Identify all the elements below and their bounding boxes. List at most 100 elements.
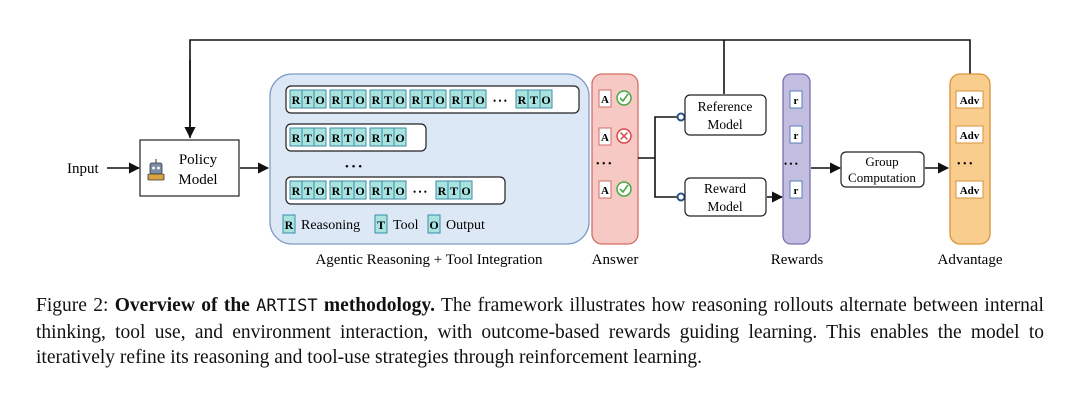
token-box [539, 89, 553, 109]
token-r: R [452, 93, 461, 107]
token-o: O [541, 93, 550, 107]
token-r: R [292, 184, 301, 198]
token-t: T [384, 184, 392, 198]
answer-3: A [598, 180, 632, 199]
token-o: O [315, 93, 324, 107]
agentic-label: Agentic Reasoning + Tool Integration [315, 252, 543, 268]
token-o: O [355, 184, 364, 198]
advantage-label: Advantage [938, 252, 1003, 268]
input-label: Input [67, 161, 99, 177]
token-ellipsis: • • • [493, 96, 507, 106]
answer-2: A [598, 127, 632, 146]
figure-caption: Figure 2: Overview of the ARTIST methodo… [36, 293, 1044, 371]
token-o: O [395, 93, 404, 107]
legend-o-token: O [429, 218, 438, 232]
caption-bold-1: Overview of the [114, 295, 257, 316]
token-r: R [332, 131, 341, 145]
reference-model-box: Reference Model [684, 94, 767, 136]
token-o: O [395, 184, 404, 198]
group-computation-box: Group Computation [840, 151, 925, 188]
reward-input-dot [676, 192, 686, 202]
token-legend: R Reasoning T Tool O Output [282, 214, 485, 234]
token-box [353, 89, 367, 109]
answer-ellipsis: • • • [596, 159, 612, 170]
reward-2-token: r [794, 130, 799, 142]
token-box [393, 89, 407, 109]
token-t: T [424, 93, 432, 107]
legend-t-token: T [377, 218, 385, 232]
cross-icon [616, 128, 632, 144]
advantage-ellipsis: • • • [957, 159, 973, 170]
token-r: R [332, 184, 341, 198]
reward-3-token: r [794, 185, 799, 197]
caption-bold-2: methodology. [317, 295, 435, 316]
answer-3-token: A [601, 185, 609, 197]
token-o: O [435, 93, 444, 107]
policy-model-line2: Model [178, 172, 217, 188]
token-r: R [292, 93, 301, 107]
policy-model-line1: Policy [179, 152, 218, 168]
reference-model-line1: Reference [698, 99, 753, 114]
legend-r-token: R [285, 218, 294, 232]
token-t: T [464, 93, 472, 107]
token-t: T [304, 131, 312, 145]
token-box [313, 89, 327, 109]
answer-1-token: A [601, 94, 609, 106]
answer-1: A [598, 89, 632, 108]
token-r: R [438, 184, 447, 198]
legend-output: Output [446, 218, 485, 233]
advantage-column [949, 73, 991, 245]
adv-3: Adv [955, 180, 984, 199]
token-box [313, 127, 327, 147]
caption-artist: ARTIST [256, 296, 318, 316]
answer-column [591, 73, 639, 245]
token-r: R [518, 93, 527, 107]
token-r: R [292, 131, 301, 145]
token-o: O [461, 184, 470, 198]
adv-1-token: Adv [960, 95, 980, 107]
token-ellipsis: • • • [413, 187, 427, 197]
token-o: O [315, 184, 324, 198]
token-t: T [450, 184, 458, 198]
reward-3: r [789, 180, 803, 199]
token-o: O [475, 93, 484, 107]
caption-prefix: Figure 2: [36, 295, 115, 316]
token-t: T [344, 184, 352, 198]
token-o: O [315, 131, 324, 145]
token-box [459, 180, 473, 200]
adv-1: Adv [955, 90, 984, 109]
token-r: R [372, 131, 381, 145]
token-r: R [372, 93, 381, 107]
rewards-ellipsis: • • • [784, 159, 798, 169]
token-o: O [395, 131, 404, 145]
check-icon [616, 181, 632, 197]
token-t: T [530, 93, 538, 107]
reward-1: r [789, 90, 803, 109]
token-r: R [332, 93, 341, 107]
answer-fork [638, 116, 681, 198]
token-box [353, 127, 367, 147]
token-t: T [304, 93, 312, 107]
reward-model-line2: Model [707, 199, 742, 214]
legend-reasoning: Reasoning [301, 218, 360, 233]
token-r: R [372, 184, 381, 198]
caption-body: The framework illustrates how reasoning … [36, 295, 1044, 368]
token-t: T [384, 131, 392, 145]
group-computation-line2: Computation [848, 170, 916, 185]
check-icon [616, 90, 632, 106]
token-box [353, 180, 367, 200]
